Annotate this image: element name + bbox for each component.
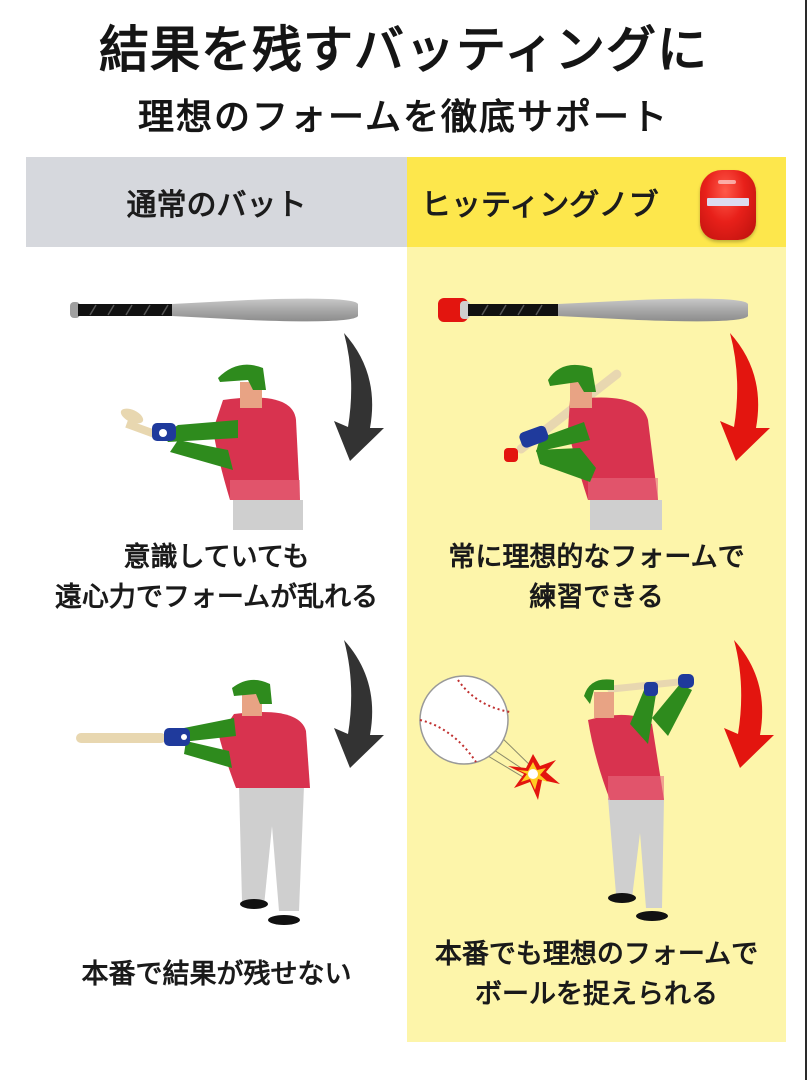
main-title: 結果を残すバッティングに xyxy=(99,21,708,79)
knob-label-band xyxy=(707,198,749,206)
curved-arrow-down-dark-icon xyxy=(334,333,384,461)
baseball-impact-icon xyxy=(419,675,560,800)
caption-normal-practice: 意識していても 遠心力でフォームが乱れる xyxy=(26,538,407,618)
right-edge-border xyxy=(805,0,807,1080)
caption-line: 練習できる xyxy=(529,582,664,613)
subtitle: 理想のフォームを徹底サポート xyxy=(138,97,669,138)
batter-knob-stance-illustration xyxy=(504,364,662,530)
knob-bat-icon xyxy=(438,298,748,322)
caption-line: ボールを捉えられる xyxy=(475,979,718,1010)
caption-line: 本番でも理想のフォームで xyxy=(434,939,759,970)
caption-line: 常に理想的なフォームで xyxy=(448,542,745,573)
caption-normal-result: 本番で結果が残せない xyxy=(26,955,407,995)
curved-arrow-down-dark-icon xyxy=(334,640,384,768)
caption-knob-result: 本番でも理想のフォームで ボールを捉えられる xyxy=(407,935,786,1015)
batter-normal-followthrough-illustration xyxy=(76,679,310,925)
header-normal-bat: 通常のバット xyxy=(26,157,407,247)
hitting-knob-panel xyxy=(407,247,786,1042)
batter-knob-followthrough-illustration xyxy=(584,674,694,921)
hitting-knob-product-icon xyxy=(700,170,756,240)
caption-line: 本番で結果が残せない xyxy=(81,959,352,990)
header-hitting-knob-label: ヒッティングノブ xyxy=(421,188,659,223)
curved-arrow-down-red-icon xyxy=(724,640,774,768)
caption-knob-practice: 常に理想的なフォームで 練習できる xyxy=(407,538,786,618)
header-normal-bat-label: 通常のバット xyxy=(126,188,307,223)
batter-normal-stance-illustration xyxy=(120,364,303,530)
knob-shine xyxy=(718,180,736,184)
caption-line: 意識していても xyxy=(123,542,310,573)
caption-line: 遠心力でフォームが乱れる xyxy=(54,582,379,613)
curved-arrow-down-red-icon xyxy=(720,333,770,461)
normal-bat-icon xyxy=(70,298,358,322)
